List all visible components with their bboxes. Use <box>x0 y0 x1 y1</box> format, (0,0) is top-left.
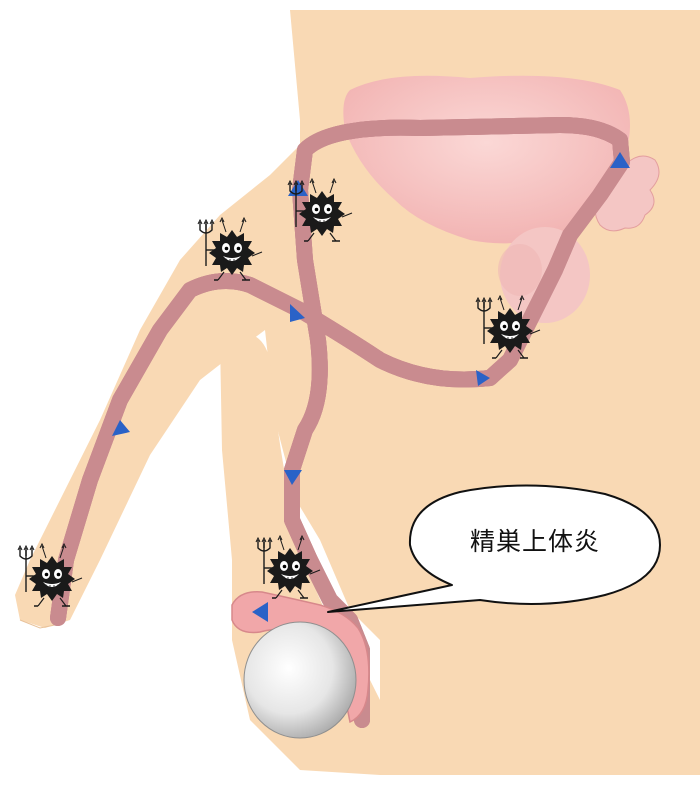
flow-arrow-6 <box>284 470 302 485</box>
testis-shape <box>243 621 357 739</box>
flow-arrow-5 <box>288 180 308 196</box>
flow-arrow-3 <box>476 370 490 386</box>
flow-arrow-1 <box>112 420 130 436</box>
flow-arrow-2 <box>290 304 305 322</box>
flow-arrow-4 <box>610 152 630 168</box>
speech-bubble <box>327 484 661 613</box>
flow-arrow-7 <box>252 602 268 622</box>
flow-arrow-icon <box>112 152 630 622</box>
callout-label: 精巣上体炎 <box>469 527 600 556</box>
